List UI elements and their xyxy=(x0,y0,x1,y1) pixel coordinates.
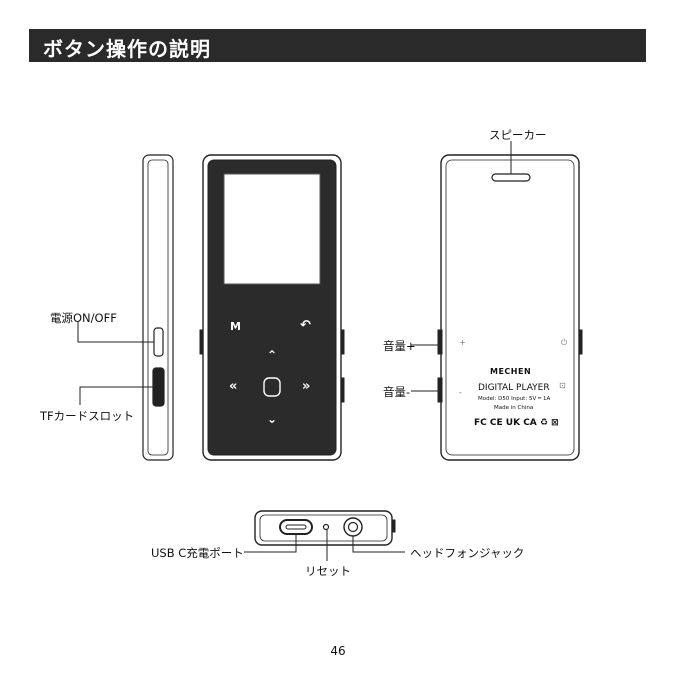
origin-label: Made in China xyxy=(494,405,533,411)
front-side-button xyxy=(200,330,203,354)
usb-c-port xyxy=(280,520,312,534)
bottom-view xyxy=(255,511,395,545)
volume-down-callout: 音量- xyxy=(383,384,410,400)
brand-label: MECHEN xyxy=(490,367,531,376)
power-callout: 電源ON/OFF xyxy=(50,310,117,326)
reset-hole xyxy=(324,525,329,530)
side-view xyxy=(143,155,173,460)
product-label: DIGITAL PLAYER xyxy=(478,383,550,393)
tf-card-slot xyxy=(153,368,164,406)
speaker-callout: スピーカー xyxy=(489,127,547,143)
headphone-jack xyxy=(344,518,362,536)
tf-slot-callout: TFカードスロット xyxy=(40,408,134,424)
volume-up-button xyxy=(438,330,442,354)
down-button-icon: ⌄ xyxy=(267,412,277,426)
next-button-icon: » xyxy=(302,379,310,394)
certification-marks: FC CE UK CA ♻ ⊠ xyxy=(474,418,559,428)
usb-callout: USB C充電ポート xyxy=(151,545,244,561)
svg-text:+: + xyxy=(459,338,466,347)
menu-button-label: M xyxy=(230,320,241,333)
back-view: + ⏻ - ⊡ xyxy=(438,155,582,460)
power-button xyxy=(154,328,163,356)
svg-text:-: - xyxy=(459,388,462,397)
page-number: 46 xyxy=(0,644,676,658)
speaker-grille xyxy=(492,174,530,181)
front-side-button xyxy=(341,330,344,354)
back-side-button xyxy=(579,330,582,354)
reset-callout: リセット xyxy=(305,563,351,579)
headphone-callout: ヘッドフォンジャック xyxy=(410,545,524,561)
front-side-button xyxy=(341,378,344,402)
back-button-icon: ↶ xyxy=(300,318,311,333)
svg-text:⊡: ⊡ xyxy=(559,381,566,390)
model-label: Model: D50 Input: 5V ═ 1A xyxy=(478,396,550,402)
volume-up-callout: 音量+ xyxy=(383,338,416,354)
screen xyxy=(224,174,320,284)
volume-down-button xyxy=(438,378,442,402)
up-button-icon: ⌃ xyxy=(267,348,277,362)
svg-text:⏻: ⏻ xyxy=(561,338,568,347)
prev-button-icon: « xyxy=(229,379,237,394)
